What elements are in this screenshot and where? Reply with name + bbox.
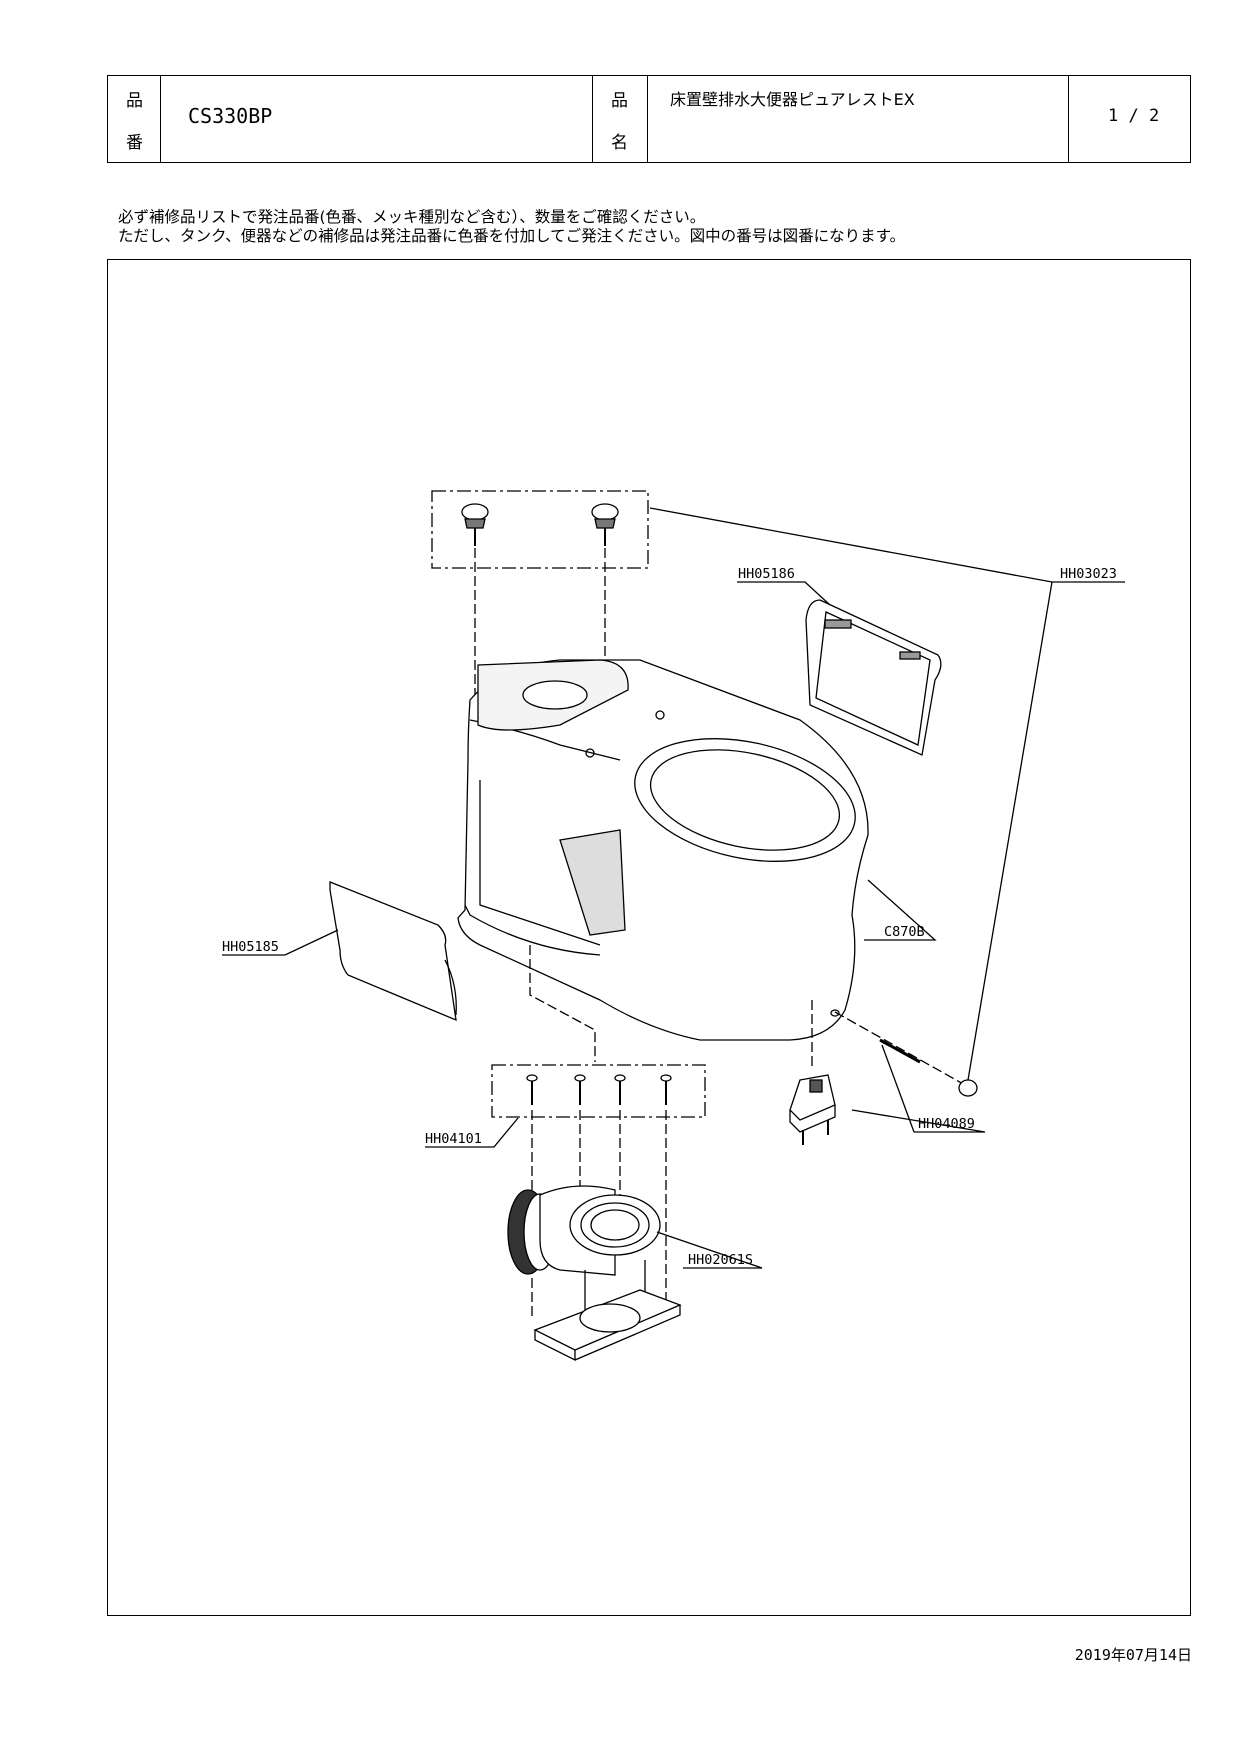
divider xyxy=(647,76,648,162)
label-hh04089: HH04089 xyxy=(918,1116,975,1132)
label-hh05185: HH05185 xyxy=(222,939,279,955)
side-panel xyxy=(329,881,457,1022)
note-line: 必ず補修品リストで発注品番(色番、メッキ種別など含む）、数量をご確認ください。 xyxy=(118,208,706,226)
drawing-frame xyxy=(107,259,1191,1616)
cap xyxy=(958,1079,978,1097)
product-name: 床置壁排水大便器ピュアレストEX xyxy=(670,90,915,109)
toilet-bowl xyxy=(457,659,869,1041)
product-code: CS330BP xyxy=(188,104,273,128)
issue-date: 2019年07月14日 xyxy=(1074,1646,1192,1664)
label-hh02061s: HH02061S xyxy=(688,1252,753,1268)
divider xyxy=(592,76,593,162)
cap-bolt xyxy=(591,503,619,546)
label-hh04101: HH04101 xyxy=(425,1131,482,1147)
part-labels: HH03023 HH05186 HH05185 C870B HH04101 HH… xyxy=(222,566,1117,1268)
divider xyxy=(1068,76,1069,162)
divider xyxy=(160,76,161,162)
label-hh05186: HH05186 xyxy=(738,566,795,582)
hin-label-top: 品 xyxy=(126,91,143,111)
notes: 必ず補修品リストで発注品番(色番、メッキ種別など含む）、数量をご確認ください。 … xyxy=(118,208,905,246)
cap-bolt xyxy=(461,503,489,546)
hin-label-bottom: 番 xyxy=(126,133,143,153)
label-hh03023: HH03023 xyxy=(1060,566,1117,582)
drain-elbow xyxy=(507,1185,682,1362)
wall-bracket xyxy=(789,1074,836,1145)
label-c870b: C870B xyxy=(884,924,925,940)
page-number: 1 / 2 xyxy=(1108,106,1160,126)
mei-label-bottom: 名 xyxy=(611,133,628,153)
mei-label-top: 品 xyxy=(611,91,628,111)
note-line: ただし、タンク、便器などの補修品は発注品番に色番を付加してご発注ください。図中の… xyxy=(118,227,906,245)
title-block: 品 番 CS330BP 品 名 床置壁排水大便器ピュアレストEX 1 / 2 xyxy=(107,75,1191,163)
back-panel xyxy=(805,599,942,756)
